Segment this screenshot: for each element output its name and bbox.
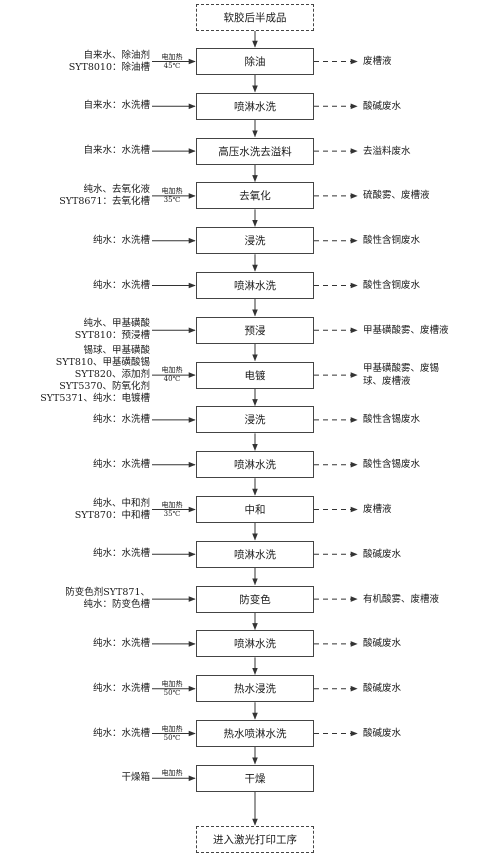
waste-output-label: 酸碱废水: [363, 548, 402, 560]
waste-output-label: 酸碱废水: [363, 683, 402, 695]
process-input-label: 纯水：水洗槽: [92, 458, 150, 470]
waste-output-label: 酸性含锡废水: [363, 414, 421, 426]
process-step-box: 喷淋水洗: [196, 92, 314, 120]
heating-label: 电加热: [161, 769, 183, 778]
waste-output-label: 废槽液: [363, 56, 392, 67]
waste-output-label: 酸性含铜废水: [363, 280, 421, 291]
heating-label: 电加热 40℃: [161, 366, 183, 384]
waste-output-label: 甲基磺酸雾、废槽液: [363, 324, 449, 336]
process-step-box: 除油: [196, 48, 314, 75]
process-step-box: 浸洗: [196, 227, 314, 255]
waste-output-label: 甲基磺酸雾、废锡 球、废槽液: [363, 363, 440, 388]
process-input-label: 纯水：水洗槽: [92, 548, 150, 560]
heating-label: 电加热 45℃: [161, 52, 183, 70]
connector-lines: [152, 31, 358, 826]
process-step-box: 浸洗: [196, 406, 314, 434]
heating-label: 电加热 50℃: [161, 679, 183, 697]
process-input-label: 纯水、中和剂 SYT870：中和槽: [74, 497, 150, 521]
process-step-box: 高压水洗去溢料: [196, 137, 314, 165]
process-input-label: 纯水、去氧化液 SYT8671：去氧化槽: [59, 183, 150, 207]
waste-output-label: 酸性含锡废水: [363, 459, 421, 471]
process-input-label: 纯水：水洗槽: [92, 727, 150, 739]
heating-label: 电加热 50℃: [161, 724, 183, 742]
process-step-box: 热水喷淋水洗: [196, 720, 314, 747]
process-step-box: 中和: [196, 496, 314, 523]
process-input-label: 干燥箱: [121, 772, 150, 784]
heating-label: 电加热 35℃: [161, 186, 183, 204]
waste-output-label: 去溢料废水: [363, 145, 411, 157]
process-step-box: 干燥: [196, 764, 314, 792]
heating-label: 电加热 35℃: [161, 500, 183, 518]
process-step-box: 电镀: [196, 361, 314, 389]
waste-output-label: 酸碱废水: [363, 100, 402, 112]
waste-output-label: 酸碱废水: [363, 638, 402, 650]
process-step-box: 喷淋水洗: [196, 540, 314, 568]
waste-output-label: 酸碱废水: [363, 728, 402, 739]
process-step-box: 热水浸洗: [196, 675, 314, 703]
process-input-label: 自来水：水洗槽: [83, 100, 150, 112]
process-input-label: 纯水：水洗槽: [92, 234, 150, 246]
process-input-label: 防变色剂SYT871、 纯水：防变色槽: [65, 587, 150, 611]
process-step-box: 预浸: [196, 316, 314, 344]
process-input-label: 纯水：水洗槽: [92, 413, 150, 425]
end-node: 进入激光打印工序: [196, 826, 314, 853]
waste-output-label: 有机酸雾、废槽液: [363, 593, 440, 605]
waste-output-label: 废槽液: [363, 504, 392, 515]
process-input-label: 锡球、甲基磺酸 SYT810、甲基磺酸锡 SYT820、添加剂 SYT5370、…: [40, 345, 150, 405]
process-input-label: 自来水、除油剂 SYT8010：除油槽: [68, 49, 150, 73]
process-input-label: 自来水：水洗槽: [83, 145, 150, 157]
process-step-box: 防变色: [196, 585, 314, 613]
waste-output-label: 硫酸雾、废槽液: [363, 190, 430, 202]
process-step-box: 去氧化: [196, 182, 314, 210]
start-node: 软胶后半成品: [196, 4, 314, 31]
process-step-box: 喷淋水洗: [196, 272, 314, 299]
waste-output-label: 酸性含铜废水: [363, 235, 421, 247]
process-step-box: 喷淋水洗: [196, 451, 314, 479]
process-input-label: 纯水：水洗槽: [92, 279, 150, 291]
process-input-label: 纯水：水洗槽: [92, 682, 150, 694]
process-input-label: 纯水、甲基磺酸 SYT810：预浸槽: [74, 318, 150, 342]
process-input-label: 纯水：水洗槽: [92, 637, 150, 649]
process-step-box: 喷淋水洗: [196, 630, 314, 658]
